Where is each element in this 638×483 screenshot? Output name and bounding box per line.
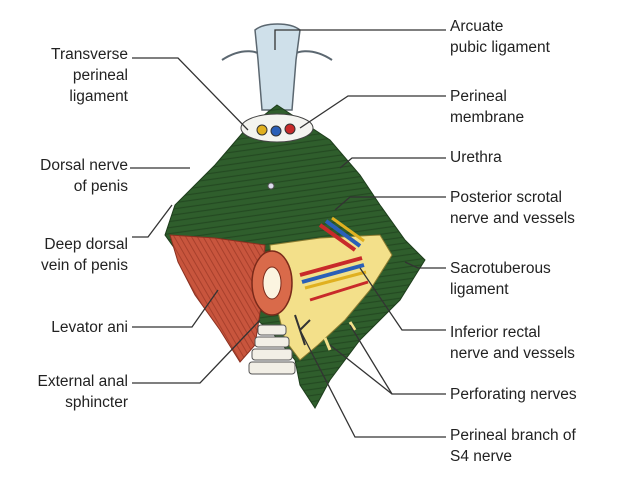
label-line: Transverse [51,46,128,63]
label-line: of penis [73,178,128,195]
label-line: membrane [450,109,525,126]
label-inferior-rectal: Inferior rectal nerve and vessels [450,322,575,364]
label-line: sphincter [65,394,128,411]
label-arcuate-pubic-ligament: Arcuate pubic ligament [450,16,550,58]
label-line: External anal [37,373,128,390]
label-line: nerve and vessels [450,345,575,362]
label-line: Sacrotuberous [450,260,551,277]
label-line: pubic ligament [450,39,550,56]
label-line: Urethra [450,149,502,166]
label-line: Perineal [450,88,507,105]
label-perineal-membrane: Perineal membrane [450,86,524,128]
inferior-rectal-vessels [299,256,369,302]
label-line: Perineal branch of [450,427,576,444]
label-transverse-perineal-ligament: Transverse perineal ligament [51,44,128,107]
label-perineal-branch-s4: Perineal branch of S4 nerve [450,425,576,467]
coccyx [248,324,296,375]
posterior-scrotal-vessels [318,216,365,252]
label-posterior-scrotal: Posterior scrotal nerve and vessels [450,187,575,229]
label-line: perineal [72,67,128,84]
label-line: Posterior scrotal [450,189,562,206]
label-line: ligament [69,88,128,105]
label-dorsal-nerve-of-penis: Dorsal nerve of penis [40,155,128,197]
label-line: vein of penis [40,257,128,274]
pubic-arch [221,23,333,119]
label-urethra: Urethra [450,147,502,168]
label-sacrotuberous-ligament: Sacrotuberous ligament [450,258,551,300]
label-line: nerve and vessels [450,210,575,227]
label-line: S4 nerve [450,448,513,465]
label-line: Deep dorsal [44,236,128,253]
label-levator-ani: Levator ani [51,317,128,338]
label-perforating-nerves: Perforating nerves [450,384,577,405]
label-deep-dorsal-vein: Deep dorsal vein of penis [41,234,128,276]
label-line: Arcuate [450,18,504,35]
label-external-anal-sphincter: External anal sphincter [38,371,128,413]
label-line: ligament [450,281,509,298]
label-line: Perforating nerves [450,386,577,403]
label-line: Inferior rectal [450,324,541,341]
label-line: Levator ani [51,319,128,336]
leader-lines [130,29,446,438]
label-line: Dorsal nerve [40,157,128,174]
levator-ani-shape [169,234,266,363]
